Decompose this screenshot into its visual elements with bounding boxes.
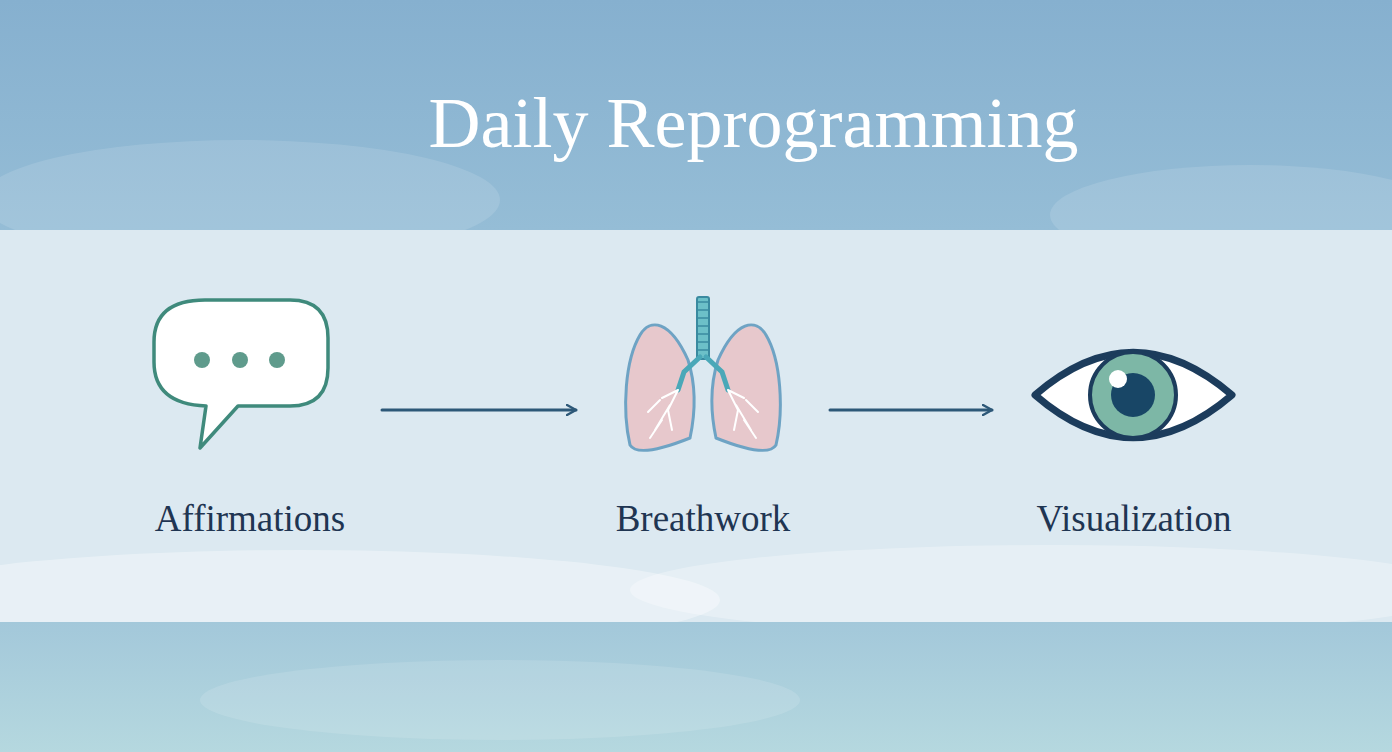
- icon-node: Affirmations: [130, 290, 370, 540]
- bottom-band: [0, 622, 1392, 752]
- cloud: [200, 660, 800, 740]
- icon-node: Breathwork: [588, 290, 818, 540]
- speech-bubble-icon: [154, 300, 328, 448]
- eye-icon: [1035, 352, 1232, 438]
- lungs-icon: [626, 297, 781, 450]
- cloud: [630, 545, 1392, 635]
- node-label: Affirmations: [130, 497, 370, 540]
- diagram-title: Daily Reprogramming: [0, 82, 1392, 165]
- node-label: Visualization: [1004, 497, 1264, 540]
- icon-node: Visualization: [1004, 290, 1264, 540]
- flow-arrow: [830, 409, 992, 412]
- flow-arrow: [382, 409, 576, 412]
- node-label: Breathwork: [588, 497, 818, 540]
